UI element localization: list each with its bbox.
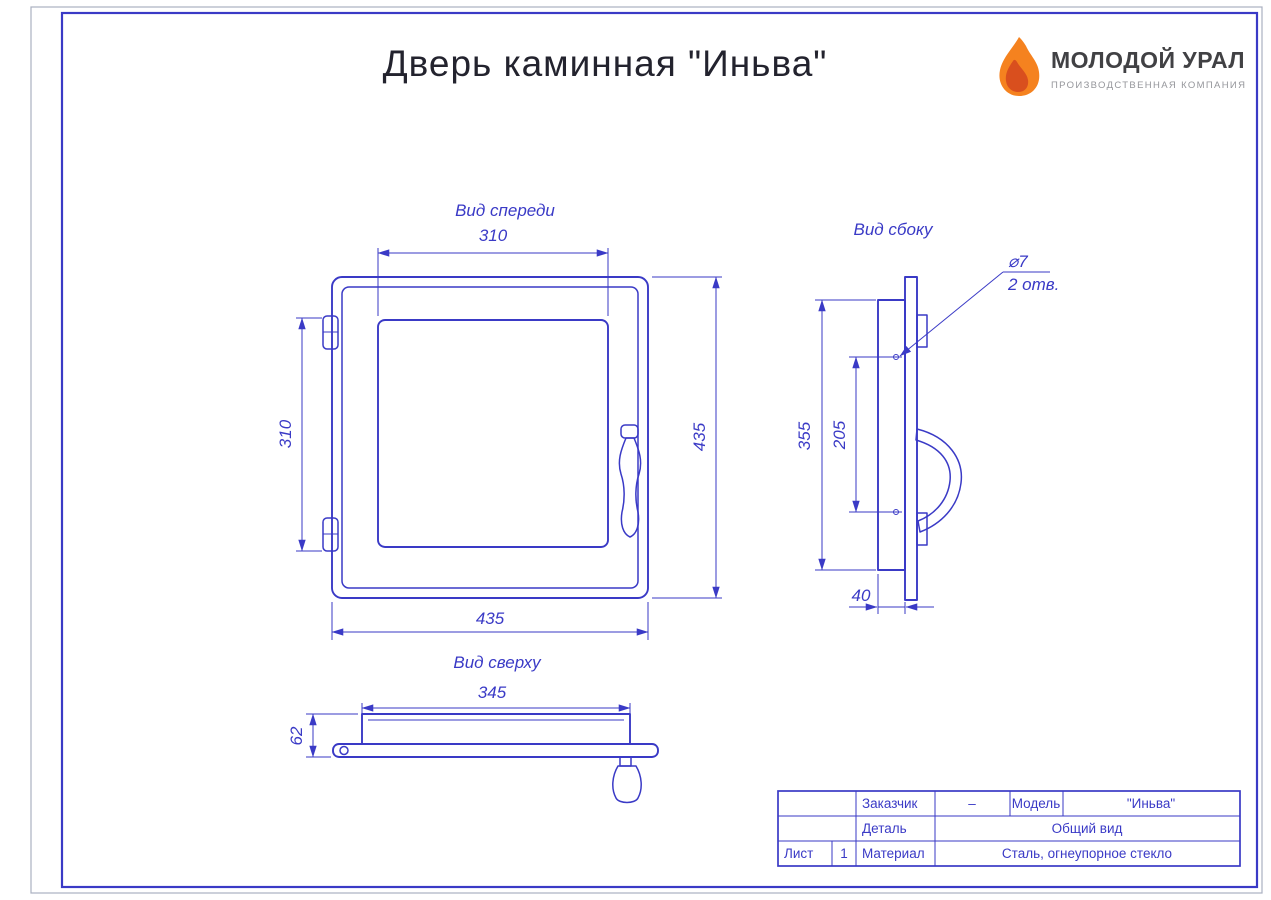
side-body	[877, 299, 906, 571]
flame-inner-icon	[1005, 59, 1029, 92]
title-block-frame	[777, 790, 1241, 867]
material-label: Материал	[862, 846, 925, 861]
side-callout-holes: 2 отв.	[1007, 275, 1059, 294]
side-handle	[915, 428, 963, 533]
side-dim-height: 355	[795, 421, 814, 450]
top-handle-knob	[612, 765, 642, 804]
top-handle-stem	[619, 756, 632, 767]
front-view-label: Вид спереди	[455, 201, 555, 220]
top-view-label: Вид сверху	[453, 653, 542, 672]
part-value: Общий вид	[1052, 821, 1123, 836]
side-dim-depth: 40	[852, 586, 871, 605]
side-flange	[904, 276, 918, 601]
top-flange	[332, 743, 659, 758]
customer-label: Заказчик	[862, 796, 918, 811]
handle-grip	[618, 437, 642, 538]
sheet-value: 1	[840, 846, 848, 861]
front-dim-top: 310	[479, 226, 508, 245]
material-value: Сталь, огнеупорное стекло	[1002, 846, 1172, 861]
sheet-outer-border	[30, 6, 1263, 894]
logo-tagline: ПРОИЗВОДСТВЕННАЯ КОМПАНИЯ	[1051, 80, 1246, 91]
top-hinge-pin	[339, 745, 349, 756]
title-block: Заказчик – Модель "Иньва" Деталь Общий в…	[777, 790, 1241, 867]
side-view: Вид сбоку ⌀7 2 отв. 355 205 40	[795, 220, 1059, 614]
side-callout-diameter: ⌀7	[1008, 252, 1028, 271]
part-label: Деталь	[862, 821, 907, 836]
leader-line	[899, 271, 1004, 357]
top-body	[361, 713, 631, 745]
front-view: Вид спереди 310 310 435 435	[276, 201, 722, 640]
company-logo: МОЛОДОЙ УРАЛ ПРОИЗВОДСТВЕННАЯ КОМПАНИЯ	[999, 37, 1246, 96]
top-view: Вид сверху 345 62	[287, 653, 659, 804]
side-hinge-top	[916, 314, 928, 348]
customer-value: –	[968, 796, 976, 811]
model-value: "Иньва"	[1127, 796, 1176, 811]
front-glass	[377, 319, 609, 548]
top-dim-width: 345	[478, 683, 507, 702]
sheet-inner-border	[60, 11, 1259, 889]
side-dim-holes: 205	[830, 420, 849, 450]
front-dim-bottom: 435	[476, 609, 505, 628]
front-inner-frame	[341, 286, 639, 589]
front-outer-frame	[331, 276, 649, 599]
top-dim-depth: 62	[287, 726, 306, 745]
logo-name: МОЛОДОЙ УРАЛ	[1051, 46, 1245, 73]
model-label: Модель	[1012, 796, 1060, 811]
page-title: Дверь каминная "Иньва"	[383, 43, 828, 84]
side-view-label: Вид сбоку	[854, 220, 934, 239]
front-dim-left: 310	[276, 419, 295, 448]
front-dim-right: 435	[690, 422, 709, 451]
handle-knob	[620, 424, 639, 439]
sheet-label: Лист	[784, 846, 813, 861]
